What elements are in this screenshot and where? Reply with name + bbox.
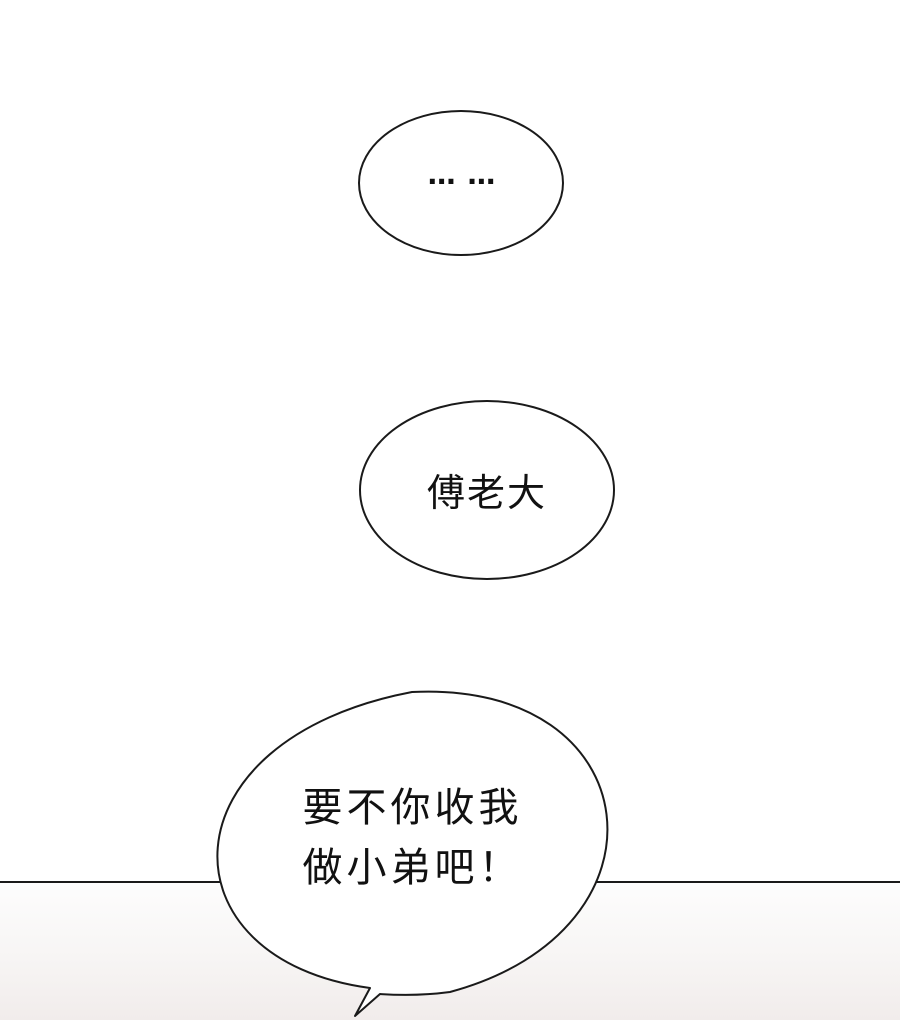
bubble-boss-text: 傅老大 <box>426 471 547 515</box>
speech-bubble-boss <box>359 400 615 580</box>
bubble-request-line-2: 做小弟吧！ <box>302 845 523 891</box>
speech-bubble-request <box>216 690 609 1017</box>
bubble-ellipsis-text: … … <box>427 158 497 191</box>
bubble-request-text: 要不你收我 做小弟吧！ <box>240 778 585 898</box>
speech-bubble-ellipsis <box>358 110 564 256</box>
bubble-request-line-1: 要不你收我 <box>302 785 523 831</box>
